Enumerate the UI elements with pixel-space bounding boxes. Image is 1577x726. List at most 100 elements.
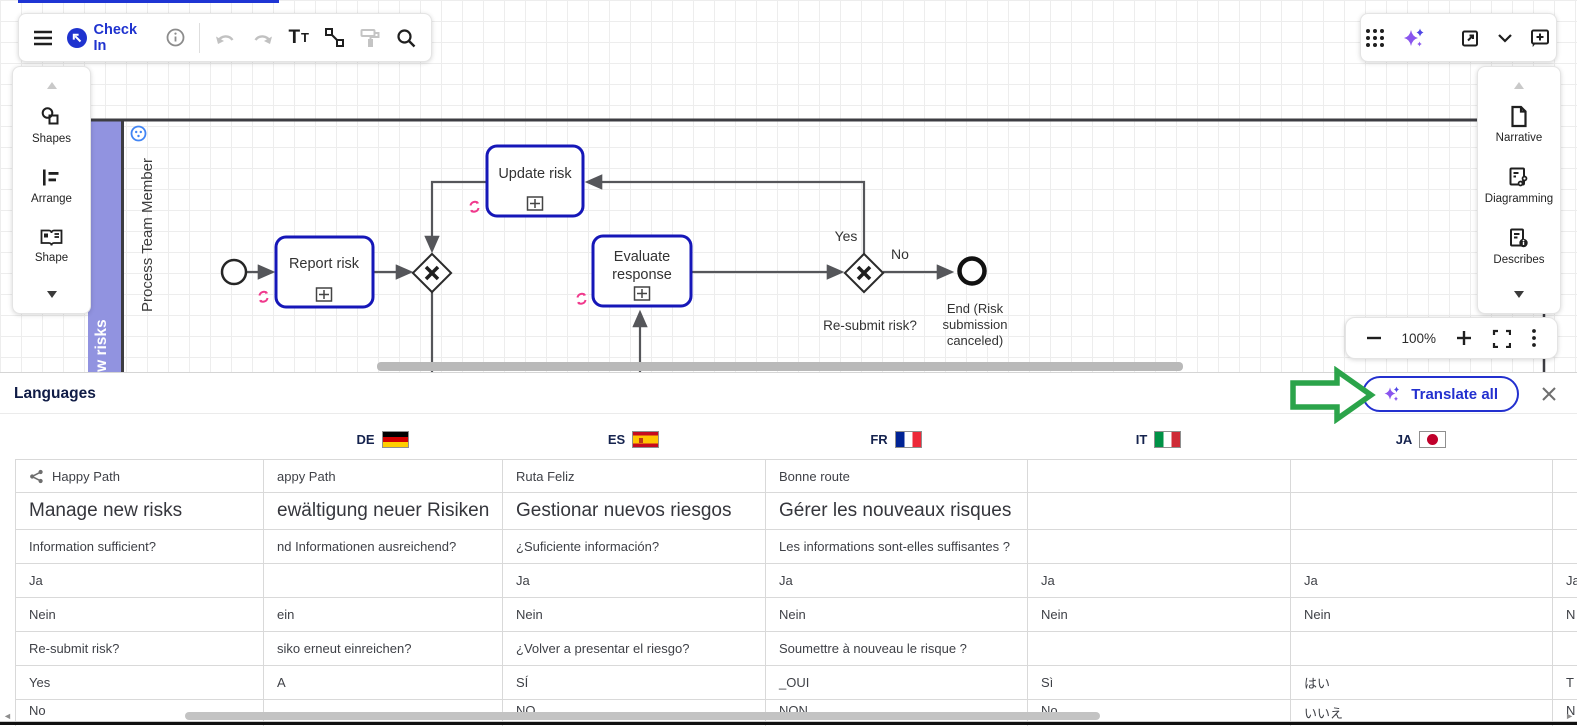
translation-cell[interactable]: Happy Path xyxy=(16,460,264,492)
sidebar-item-diagramming[interactable]: Diagramming xyxy=(1485,166,1553,205)
column-header-fr[interactable]: FR xyxy=(765,421,1027,457)
translation-cell[interactable] xyxy=(264,564,503,597)
translation-cell[interactable] xyxy=(1028,460,1291,492)
scroll-up-icon[interactable] xyxy=(46,77,57,89)
sidebar-item-narrative[interactable]: Narrative xyxy=(1496,105,1542,144)
apps-grid-icon[interactable] xyxy=(1365,28,1385,48)
fullscreen-icon[interactable] xyxy=(1491,328,1512,348)
translation-cell[interactable]: Manage new risks xyxy=(16,493,264,529)
translation-cell[interactable] xyxy=(1291,530,1553,563)
table-hscrollbar[interactable]: ◄ ► xyxy=(0,711,1577,721)
translation-cell[interactable] xyxy=(1028,530,1291,563)
translation-cell[interactable]: T xyxy=(1553,666,1577,699)
format-painter-icon[interactable] xyxy=(359,27,381,48)
task-update-risk[interactable]: Update risk xyxy=(485,144,585,218)
translation-cell[interactable]: Soumettre à nouveau le risque ? xyxy=(766,632,1028,665)
process-badge-icon[interactable] xyxy=(130,125,147,142)
translation-cell[interactable]: Ja xyxy=(766,564,1028,597)
translation-cell[interactable]: ¿Volver a presentar el riesgo? xyxy=(503,632,766,665)
column-header-es[interactable]: ES xyxy=(502,421,765,457)
scroll-down-icon[interactable] xyxy=(1514,291,1524,303)
translation-cell[interactable]: ein xyxy=(264,598,503,631)
translation-cell[interactable]: Sì xyxy=(1028,666,1291,699)
translation-cell[interactable]: はい xyxy=(1291,666,1553,699)
export-document-icon[interactable] xyxy=(1459,27,1481,49)
connector-tool-icon[interactable] xyxy=(324,27,345,48)
scroll-left-icon[interactable]: ◄ xyxy=(3,711,12,721)
translation-cell[interactable] xyxy=(1553,493,1577,529)
translation-cell[interactable]: Ja xyxy=(16,564,264,597)
pool-header[interactable] xyxy=(88,121,121,372)
scroll-right-icon[interactable]: ► xyxy=(1565,711,1574,721)
task-evaluate-response[interactable]: Evaluate response xyxy=(591,234,693,308)
translation-cell[interactable]: siko erneut einreichen? xyxy=(264,632,503,665)
column-header-it[interactable]: IT xyxy=(1027,421,1290,457)
lane-label[interactable]: Process Team Member xyxy=(139,158,156,312)
info-icon[interactable] xyxy=(166,28,185,47)
translation-cell[interactable]: Ja xyxy=(1028,564,1291,597)
translation-cell[interactable] xyxy=(1028,632,1291,665)
scroll-up-icon[interactable] xyxy=(1514,77,1524,89)
translation-cell[interactable]: Nein xyxy=(1028,598,1291,631)
translation-cell[interactable]: N xyxy=(1553,598,1577,631)
scroll-down-icon[interactable] xyxy=(46,291,57,303)
translation-cell[interactable]: Ja xyxy=(1553,564,1577,597)
translation-cell[interactable] xyxy=(1291,460,1553,492)
translation-cell[interactable]: Re-submit risk? xyxy=(16,632,264,665)
translation-cell[interactable]: Les informations sont-elles suffisantes … xyxy=(766,530,1028,563)
sidebar-item-shapes[interactable]: Shapes xyxy=(32,105,71,145)
zoom-in-button[interactable] xyxy=(1456,330,1472,346)
translation-cell[interactable]: appy Path xyxy=(264,460,503,492)
diagram-canvas[interactable]: Manage new risks Process Team Member Rep… xyxy=(0,0,1577,372)
add-comment-icon[interactable] xyxy=(1529,27,1552,49)
translation-cell[interactable] xyxy=(1553,632,1577,665)
translation-cell[interactable] xyxy=(1553,530,1577,563)
check-in-button[interactable]: Check In xyxy=(67,22,152,54)
translation-cell[interactable]: Ja xyxy=(503,564,766,597)
sidebar-item-describes[interactable]: Describes xyxy=(1493,227,1545,266)
sidebar-item-shape-data[interactable]: Shape xyxy=(35,227,68,264)
redo-icon[interactable] xyxy=(251,28,274,48)
translation-cell[interactable]: A xyxy=(264,666,503,699)
translation-cell[interactable]: Ja xyxy=(1291,564,1553,597)
gateway-information-sufficient[interactable] xyxy=(411,252,453,294)
translation-cell[interactable]: Nein xyxy=(16,598,264,631)
more-options-icon[interactable] xyxy=(1531,328,1537,348)
pool-label[interactable]: Manage new risks xyxy=(93,319,110,372)
gateway-resubmit-risk[interactable] xyxy=(843,252,885,294)
translation-cell[interactable]: ewältigung neuer Risiken xyxy=(264,493,503,529)
translation-cell[interactable] xyxy=(1028,493,1291,529)
start-event[interactable] xyxy=(220,258,248,286)
translation-cell[interactable]: Nein xyxy=(503,598,766,631)
undo-icon[interactable] xyxy=(214,28,237,48)
translation-cell[interactable]: Nein xyxy=(1291,598,1553,631)
column-header-ja[interactable]: JA xyxy=(1290,421,1552,457)
translation-cell[interactable] xyxy=(1553,460,1577,492)
search-icon[interactable] xyxy=(395,27,417,49)
close-icon[interactable] xyxy=(1541,386,1557,402)
end-event[interactable] xyxy=(957,256,987,286)
translation-cell[interactable]: Gestionar nuevos riesgos xyxy=(503,493,766,529)
translate-all-button[interactable]: Translate all xyxy=(1362,376,1519,412)
canvas-hscrollbar[interactable] xyxy=(377,362,1183,371)
translation-cell[interactable]: Ruta Feliz xyxy=(503,460,766,492)
ai-sparkles-icon[interactable] xyxy=(1401,25,1427,51)
translation-cell[interactable]: SÍ xyxy=(503,666,766,699)
translation-cell[interactable]: nd Informationen ausreichend? xyxy=(264,530,503,563)
translation-cell[interactable] xyxy=(1291,493,1553,529)
zoom-out-button[interactable] xyxy=(1366,336,1382,340)
translation-cell[interactable]: Yes xyxy=(16,666,264,699)
sidebar-item-arrange[interactable]: Arrange xyxy=(31,167,72,205)
translation-cell[interactable]: いいえ xyxy=(1291,700,1553,726)
translation-cell[interactable]: _OUI xyxy=(766,666,1028,699)
zoom-level[interactable]: 100% xyxy=(1401,330,1437,346)
translation-cell[interactable]: Bonne route xyxy=(766,460,1028,492)
chevron-down-icon[interactable] xyxy=(1497,32,1513,44)
translation-cell[interactable]: Information sufficient? xyxy=(16,530,264,563)
translation-cell[interactable]: ¿Suficiente información? xyxy=(503,530,766,563)
translation-cell[interactable]: Nein xyxy=(766,598,1028,631)
menu-icon[interactable] xyxy=(33,30,53,46)
translation-cell[interactable]: Gérer les nouveaux risques xyxy=(766,493,1028,529)
translation-cell[interactable]: N xyxy=(1553,700,1577,726)
